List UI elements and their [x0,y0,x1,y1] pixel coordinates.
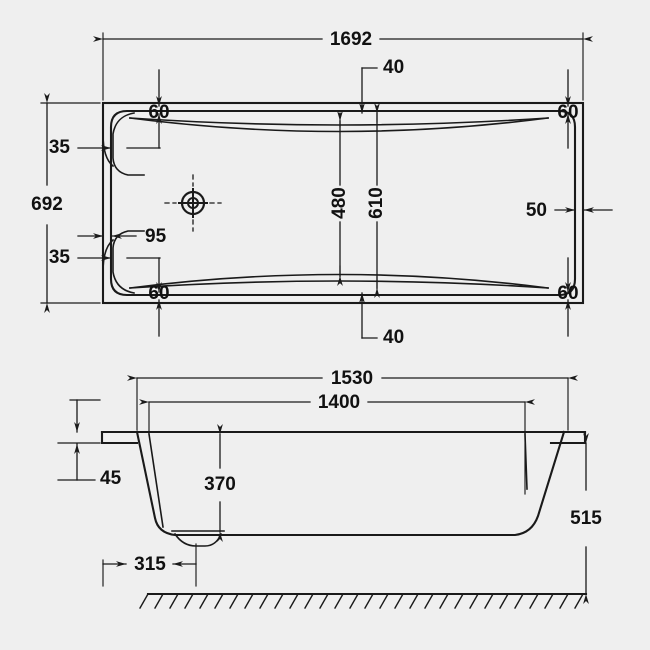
dim-label-50: 50 [526,200,547,221]
dim-label-35-upper: 35 [49,137,71,158]
tub-inner-profile-left [148,433,164,528]
dim-label-515: 515 [570,508,602,529]
dim-rim-top-center-40: 40 [359,57,404,114]
dim-handle-top-offset-35: 35 [49,137,161,158]
dim-rim-length-1530: 1530 [127,368,578,431]
tub-outline-profile [135,430,566,537]
dim-label-40-bottom: 40 [383,327,404,348]
dim-wall-thickness-50: 50 [526,200,613,221]
dim-label-45: 45 [100,468,122,489]
dim-label-370: 370 [204,474,236,495]
dim-label-60-bottom-left: 60 [148,283,169,304]
dim-overall-width-692: 692 [31,93,101,313]
dim-rim-top-right-60: 60 [557,69,579,149]
dim-label-692: 692 [31,194,63,215]
waste-outlet-crosshair-icon [164,174,222,232]
dim-rim-height-45: 45 [57,399,122,489]
dim-inner-width-610: 610 [366,103,387,298]
dim-overall-height-515: 515 [570,433,602,604]
dim-inner-width-480: 480 [329,111,350,286]
dim-label-40-top: 40 [383,57,404,78]
dim-overall-length-1692: 1692 [93,29,593,101]
grip-handle-lower [112,230,145,294]
dim-rim-top-left-60: 60 [148,69,170,149]
rim-flange-right [549,430,587,445]
grip-handle-upper [112,112,145,176]
dim-label-1530: 1530 [331,368,373,389]
basin-edge-bottom-outer [129,280,549,289]
basin-edge-top-outer [129,117,549,126]
dim-rim-bottom-center-40: 40 [359,292,404,348]
dim-rim-bottom-left-60: 60 [148,257,170,337]
dim-label-480: 480 [329,187,350,219]
grip-handle-upper-arc [102,133,115,168]
tub-outer-rectangle [101,101,585,305]
top-view-group: 1692 692 60 60 [31,29,613,348]
rim-flange-left [100,430,139,445]
tub-inner-rim [109,109,577,297]
dim-inner-length-1400: 1400 [139,392,535,495]
dim-label-60-bottom-right: 60 [557,283,578,304]
dim-label-315: 315 [134,554,166,575]
dim-waste-from-end-315: 315 [102,543,197,587]
dim-label-95: 95 [145,226,167,247]
dim-label-35-lower: 35 [49,247,71,268]
dim-rim-bottom-right-60: 60 [557,257,579,337]
dim-label-60-top-right: 60 [557,102,578,123]
floor-hatching [139,592,588,609]
dim-inner-depth-370: 370 [204,424,236,542]
side-view-group: 1530 1400 45 [57,368,602,609]
dim-waste-offset-95: 95 [77,226,167,247]
dim-label-1692: 1692 [330,29,372,50]
dim-label-610: 610 [366,187,387,219]
grip-handle-lower-arc [102,238,115,273]
dim-label-1400: 1400 [318,392,360,413]
dim-handle-bottom-offset-35: 35 [49,247,161,268]
dim-label-60-top-left: 60 [148,102,169,123]
